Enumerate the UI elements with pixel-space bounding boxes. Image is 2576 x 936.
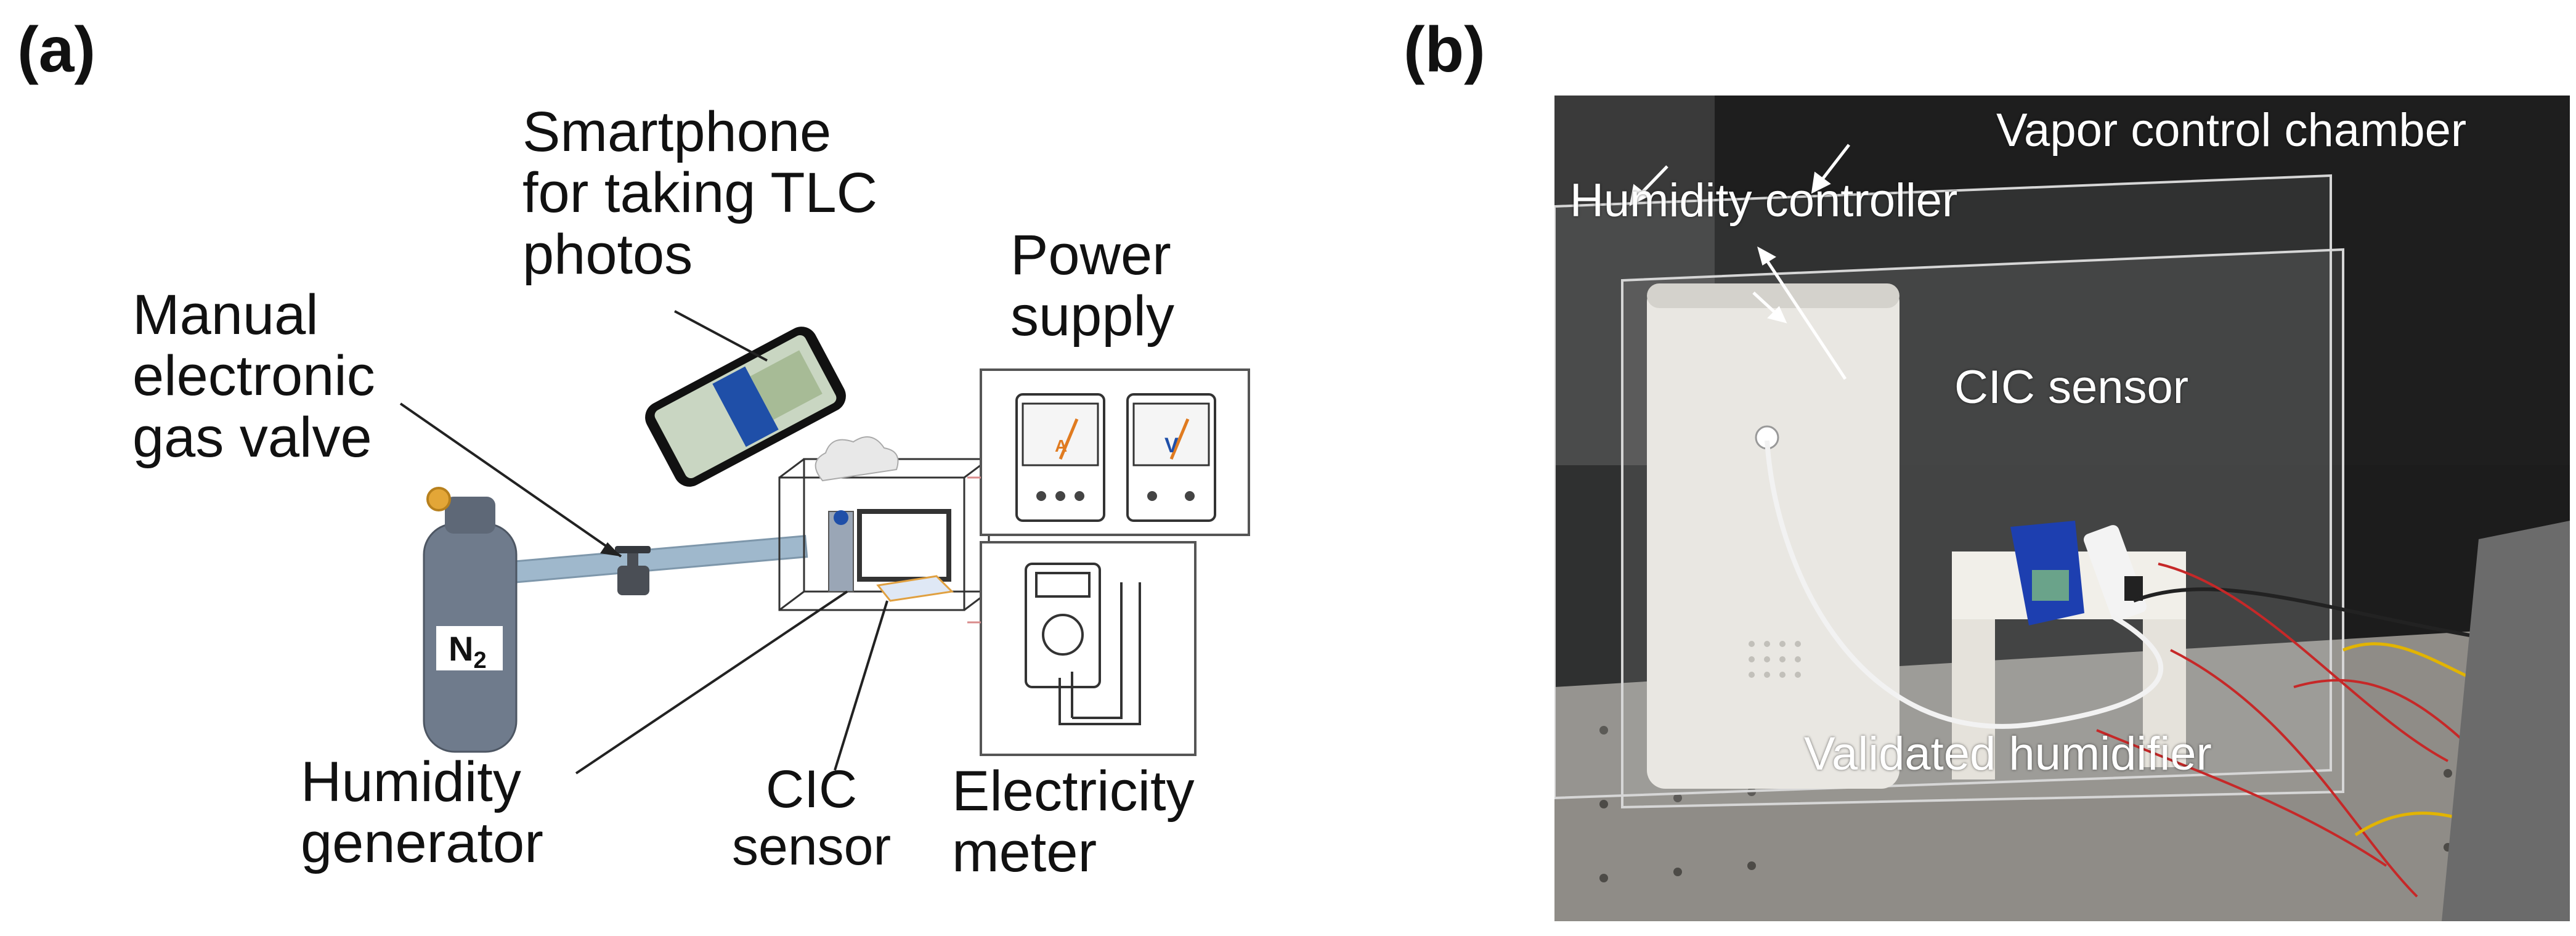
cylinder-gas-subscript: 2 bbox=[473, 648, 487, 674]
label-smartphone: Smartphone for taking TLC photos bbox=[522, 100, 878, 286]
multimeter-icon bbox=[1025, 563, 1141, 725]
cylinder-gas-symbol: N bbox=[449, 629, 474, 668]
label-gas-valve: Manual electronic gas valve bbox=[132, 283, 375, 469]
gas-valve-icon bbox=[615, 546, 651, 595]
label-validated-humidifier: Validated humidifier bbox=[1804, 728, 2212, 780]
setup-photo bbox=[1554, 96, 2570, 921]
label-vapor-chamber: Vapor control chamber bbox=[1996, 104, 2467, 157]
leader-generator bbox=[575, 590, 848, 775]
panel-b-letter: (b) bbox=[1404, 14, 1485, 86]
ammeter-icon bbox=[1015, 393, 1105, 522]
label-humidity-generator: Humidity generator bbox=[301, 751, 543, 875]
label-humidity-controller: Humidity controller bbox=[1570, 174, 1958, 227]
leader-valve bbox=[399, 402, 622, 558]
leader-sensor bbox=[834, 600, 888, 771]
setup-photo-drawing bbox=[1554, 96, 2570, 921]
cylinder-gas-label: N2 bbox=[449, 629, 487, 674]
smartphone-icon bbox=[645, 327, 846, 487]
cic-sensor-icon bbox=[876, 575, 954, 602]
label-electricity-meter: Electricity meter bbox=[952, 760, 1195, 884]
leader-smartphone bbox=[674, 310, 768, 362]
ammeter-unit: A bbox=[1055, 436, 1068, 455]
vapor-cloud-icon bbox=[815, 436, 899, 482]
panel-a-letter: (a) bbox=[17, 14, 96, 86]
nitrogen-cylinder-icon bbox=[423, 487, 518, 753]
white-cable bbox=[1765, 440, 2163, 729]
humidity-controller-device bbox=[1647, 283, 1899, 789]
voltmeter-unit: V bbox=[1164, 434, 1179, 457]
instrument-device bbox=[2442, 521, 2570, 921]
arrow-validated-humidifier bbox=[1758, 248, 1847, 380]
label-cic-sensor-a: CIC sensor bbox=[732, 760, 892, 876]
label-power-supply: Power supply bbox=[1010, 224, 1174, 348]
label-cic-sensor-b: CIC sensor bbox=[1954, 361, 2189, 413]
voltmeter-icon bbox=[1126, 393, 1216, 522]
panel-a-diagram bbox=[399, 310, 1250, 775]
